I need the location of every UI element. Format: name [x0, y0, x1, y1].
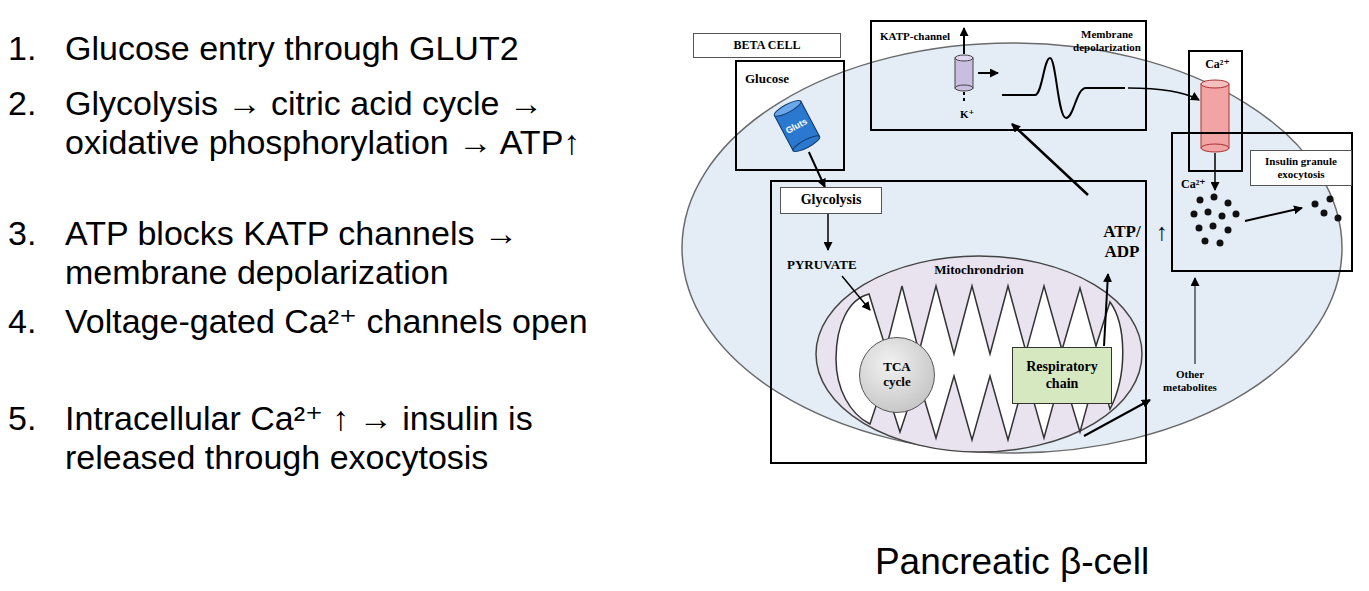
insulin-granules: [1191, 194, 1342, 247]
highlight-frame: PYRUVATE ATP/ ADP GlycolysisMitochrondrion…: [770, 180, 1147, 464]
katp-channel-symbol: [955, 28, 973, 102]
process-box: Glycolysis: [780, 187, 882, 214]
mitochondrion: MitochrondrionTCA cycle Respiratory chain: [814, 254, 1144, 454]
highlight-frame: Ca²⁺ Insulin granule exocytosis: [1171, 132, 1353, 272]
flow-arrow: [1012, 124, 1088, 195]
flow-arrow: [1245, 208, 1302, 221]
cell-membrane: [682, 43, 1342, 453]
annotation-label: Other metabolites: [1155, 368, 1225, 394]
step-text: Voltage-gated Ca²⁺ channels open: [65, 302, 665, 341]
step-number: 2.: [8, 84, 60, 123]
highlight-frame: GlucoseGluts: [735, 60, 845, 171]
node-label: TCA cycle: [874, 360, 920, 390]
node-label: Membrane depolarization: [1068, 28, 1146, 53]
step-number: 3.: [8, 214, 60, 253]
annotation-label: ↑: [1152, 218, 1172, 247]
highlight-frame: Ca²⁺: [1188, 50, 1243, 172]
node-label: K⁺: [960, 108, 990, 121]
node-label: Respiratory chain: [1013, 359, 1111, 391]
node-label: PYRUVATE: [787, 258, 897, 273]
flow-arrow: [978, 72, 998, 74]
process-box: Respiratory chain: [1012, 347, 1112, 404]
step-number: 5.: [8, 399, 60, 438]
node-label: Glycolysis: [801, 192, 862, 208]
calcium-channel-symbol: [1201, 80, 1229, 152]
node-label: Insulin granule exocytosis: [1251, 155, 1351, 180]
cycle-circle: TCA cycle: [859, 337, 935, 413]
node-label: Glucose: [745, 72, 835, 87]
node-label: BETA CELL: [734, 39, 801, 53]
node-label: Ca²⁺: [1190, 58, 1245, 72]
node-label: ATP/ ADP: [1098, 222, 1146, 261]
highlight-frame: KATP-channelK⁺ Membrane depolarization: [870, 20, 1147, 131]
figure-caption: Pancreatic β-cell: [812, 540, 1212, 584]
step-number: 1.: [8, 29, 60, 68]
flow-arrow: [827, 214, 829, 250]
glut-transporter: Gluts: [775, 100, 819, 152]
node-label: KATP-channel: [880, 30, 1000, 43]
depolarization-wave: [1002, 58, 1125, 118]
step-text: Glycolysis → citric acid cycle → oxidati…: [65, 84, 665, 162]
step-text: Glucose entry through GLUT2: [65, 29, 665, 68]
step-number: 4.: [8, 302, 60, 341]
node-label: Mitochrondrion: [904, 263, 1054, 278]
node-label: Ca²⁺: [1181, 178, 1215, 192]
step-text: ATP blocks KATP channels → membrane depo…: [65, 214, 665, 292]
step-text: Intracellular Ca²⁺ ↑ → insulin is releas…: [65, 399, 665, 477]
title-box: BETA CELL: [693, 33, 841, 58]
flow-arrow: [1195, 278, 1196, 364]
process-box: Insulin granule exocytosis: [1250, 150, 1352, 186]
